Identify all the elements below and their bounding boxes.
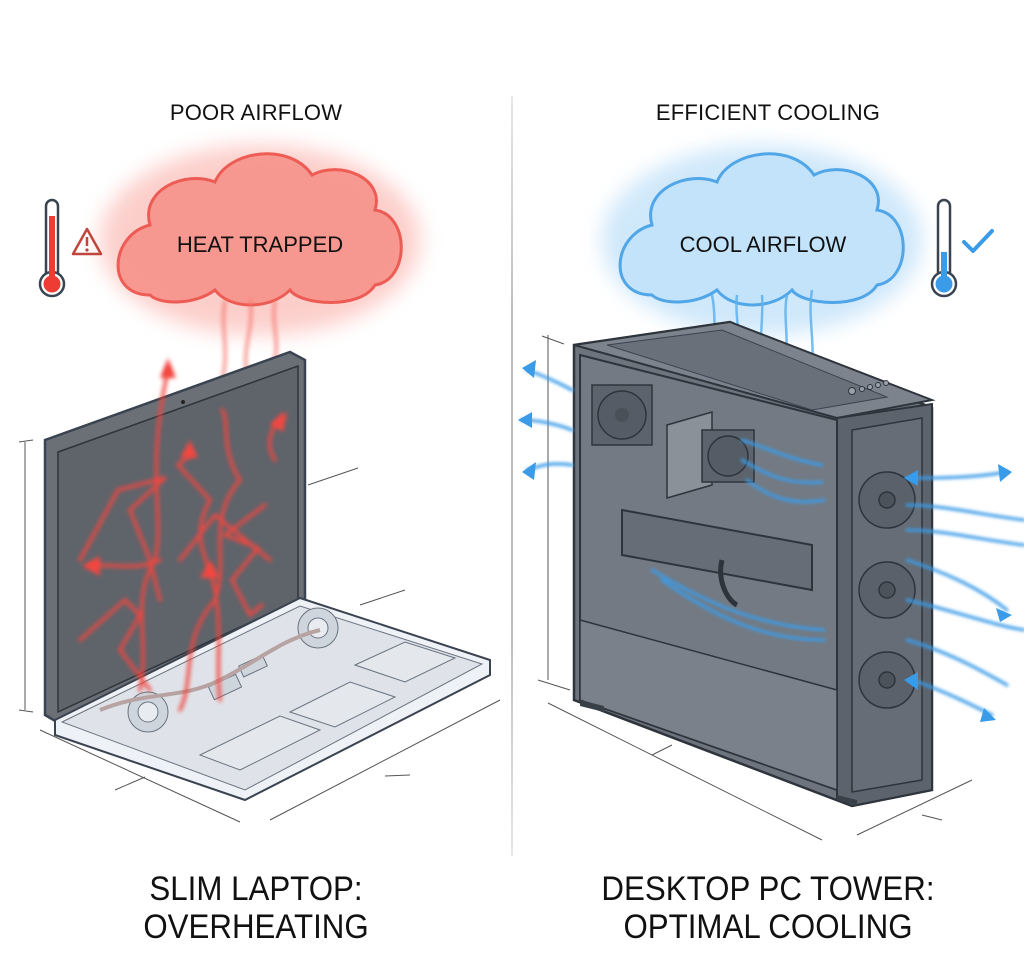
panel-divider: [511, 96, 513, 856]
desktop-title: DESKTOP PC TOWER: OPTIMAL COOLING: [532, 870, 1003, 946]
thermometer-hot-icon: [38, 198, 66, 298]
laptop-illustration: [18, 145, 501, 823]
desktop-title-line1: DESKTOP PC TOWER:: [601, 870, 935, 908]
desktop-title-line2: OPTIMAL COOLING: [623, 908, 913, 946]
warning-triangle-icon: [71, 227, 103, 256]
efficient-cooling-label: EFFICIENT COOLING: [655, 100, 881, 125]
thermometer-cool-icon: [930, 198, 958, 298]
heat-cloud: [116, 152, 403, 307]
cool-airflow-label: COOL AIRFLOW: [679, 232, 847, 257]
checkmark-icon: [962, 229, 994, 253]
laptop-title-line2: OVERHEATING: [143, 908, 369, 946]
heat-trapped-label: HEAT TRAPPED: [176, 232, 344, 257]
cool-cloud: [618, 152, 905, 307]
laptop-panel: POOR AIRFLOW HEAT TRAPPED SLIM LAPTOP: O…: [18, 100, 501, 946]
laptop-title-line1: SLIM LAPTOP:: [149, 870, 363, 908]
laptop-title: SLIM LAPTOP: OVERHEATING: [20, 870, 491, 946]
pc-tower-illustration: [518, 145, 1024, 841]
poor-airflow-label: POOR AIRFLOW: [169, 100, 343, 125]
desktop-panel: EFFICIENT COOLING COOL AIRFLOW DESKTOP P…: [512, 0, 1024, 980]
